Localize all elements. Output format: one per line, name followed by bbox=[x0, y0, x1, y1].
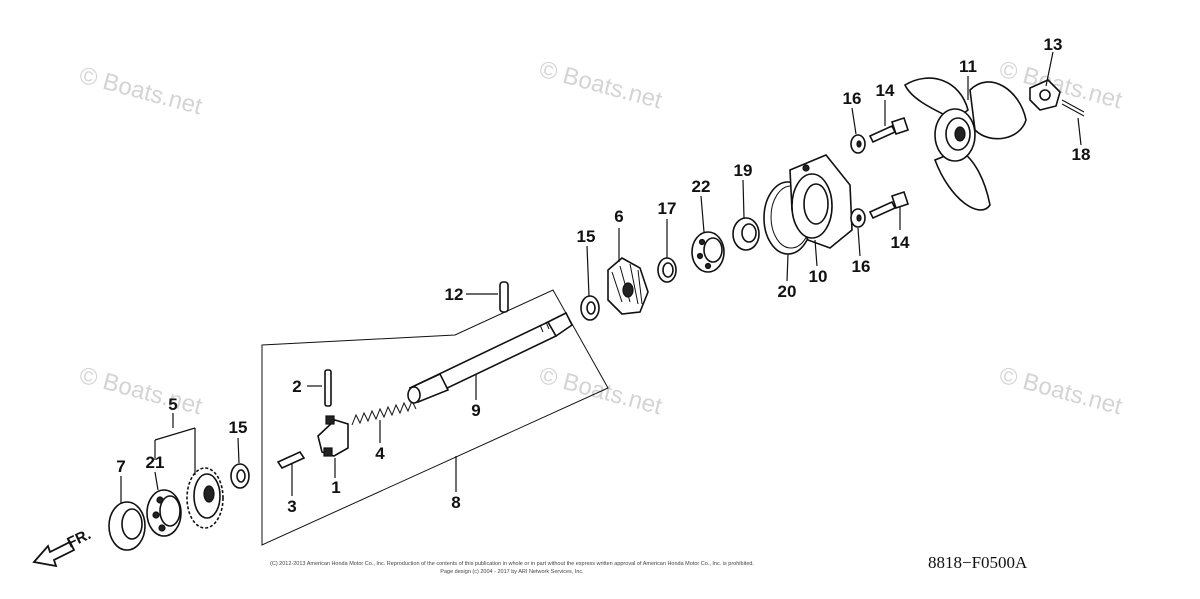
callout-6[interactable]: 6 bbox=[614, 207, 623, 226]
part-bolt-14-upper[interactable] bbox=[868, 116, 910, 144]
callout-21[interactable]: 21 bbox=[146, 453, 165, 472]
callout-17[interactable]: 17 bbox=[658, 199, 677, 218]
callout-9[interactable]: 9 bbox=[471, 401, 480, 420]
part-washer-16-lower[interactable] bbox=[850, 208, 866, 228]
part-clutch-pin-2[interactable] bbox=[324, 369, 332, 407]
callout-16-upper[interactable]: 16 bbox=[843, 89, 862, 108]
part-thrust-washer-15-upper[interactable] bbox=[580, 295, 600, 321]
watermark: © Boats.net bbox=[76, 62, 205, 121]
front-indicator-label: FR. bbox=[65, 526, 94, 552]
figure-code: 8818−F0500A bbox=[928, 553, 1028, 572]
callout-14-lower[interactable]: 14 bbox=[891, 233, 910, 252]
callout-12[interactable]: 12 bbox=[445, 285, 464, 304]
callout-19[interactable]: 19 bbox=[734, 161, 753, 180]
watermark: © Boats.net bbox=[536, 56, 665, 115]
front-indicator: FR. bbox=[32, 526, 94, 568]
part-propeller-11[interactable] bbox=[903, 77, 1027, 211]
watermark: © Boats.net bbox=[76, 362, 205, 421]
callout-5[interactable]: 5 bbox=[168, 395, 177, 414]
callout-20[interactable]: 20 bbox=[778, 282, 797, 301]
callout-10[interactable]: 10 bbox=[809, 267, 828, 286]
callout-1[interactable]: 1 bbox=[331, 478, 340, 497]
part-spring-4[interactable] bbox=[351, 399, 417, 426]
part-bolt-14-lower[interactable] bbox=[868, 190, 910, 220]
callout-18[interactable]: 18 bbox=[1072, 145, 1091, 164]
callout-7[interactable]: 7 bbox=[116, 457, 125, 476]
part-pin-12[interactable] bbox=[499, 281, 509, 313]
part-thrust-washer-15-lower[interactable] bbox=[230, 463, 250, 489]
part-clutch-1[interactable] bbox=[317, 415, 349, 457]
callout-4[interactable]: 4 bbox=[375, 444, 385, 463]
callout-8[interactable]: 8 bbox=[451, 493, 460, 512]
part-pin-3[interactable] bbox=[276, 450, 306, 470]
callout-22[interactable]: 22 bbox=[692, 177, 711, 196]
part-bevel-gear-6[interactable] bbox=[607, 257, 649, 315]
callout-13[interactable]: 13 bbox=[1044, 35, 1063, 54]
part-cotter-pin-18[interactable] bbox=[1061, 99, 1085, 117]
assembly-bracket-8 bbox=[261, 289, 609, 546]
callout-16-lower[interactable]: 16 bbox=[852, 257, 871, 276]
part-bevel-gear-5[interactable] bbox=[186, 467, 224, 529]
part-bearing-21[interactable] bbox=[146, 489, 182, 537]
part-bearing-22[interactable] bbox=[691, 231, 725, 273]
front-arrow-icon bbox=[32, 540, 76, 568]
part-washer-16-upper[interactable] bbox=[850, 134, 866, 154]
part-bearing-19[interactable] bbox=[732, 217, 760, 251]
callout-15-lower[interactable]: 15 bbox=[229, 418, 248, 437]
callout-2[interactable]: 2 bbox=[292, 377, 301, 396]
callout-15-upper[interactable]: 15 bbox=[577, 227, 596, 246]
part-propeller-shaft-9[interactable] bbox=[407, 311, 574, 404]
part-oil-seal-7[interactable] bbox=[108, 501, 146, 551]
watermark: © Boats.net bbox=[996, 362, 1125, 421]
leader-lines bbox=[120, 51, 1082, 504]
part-thrust-washer-17[interactable] bbox=[657, 257, 677, 283]
callout-11[interactable]: 11 bbox=[959, 57, 977, 76]
callout-labels: 1 2 3 4 5 6 7 8 9 10 11 12 13 14 14 15 1… bbox=[116, 35, 1090, 516]
callout-14-upper[interactable]: 14 bbox=[876, 81, 895, 100]
callout-3[interactable]: 3 bbox=[287, 497, 296, 516]
part-bearing-holder-10[interactable] bbox=[789, 154, 853, 249]
copyright-line-1: (C) 2012-2013 American Honda Motor Co., … bbox=[270, 561, 754, 567]
part-nut-13[interactable] bbox=[1029, 79, 1061, 111]
copyright-line-2: Page design (c) 2004 - 2017 by ARI Netwo… bbox=[440, 569, 584, 575]
